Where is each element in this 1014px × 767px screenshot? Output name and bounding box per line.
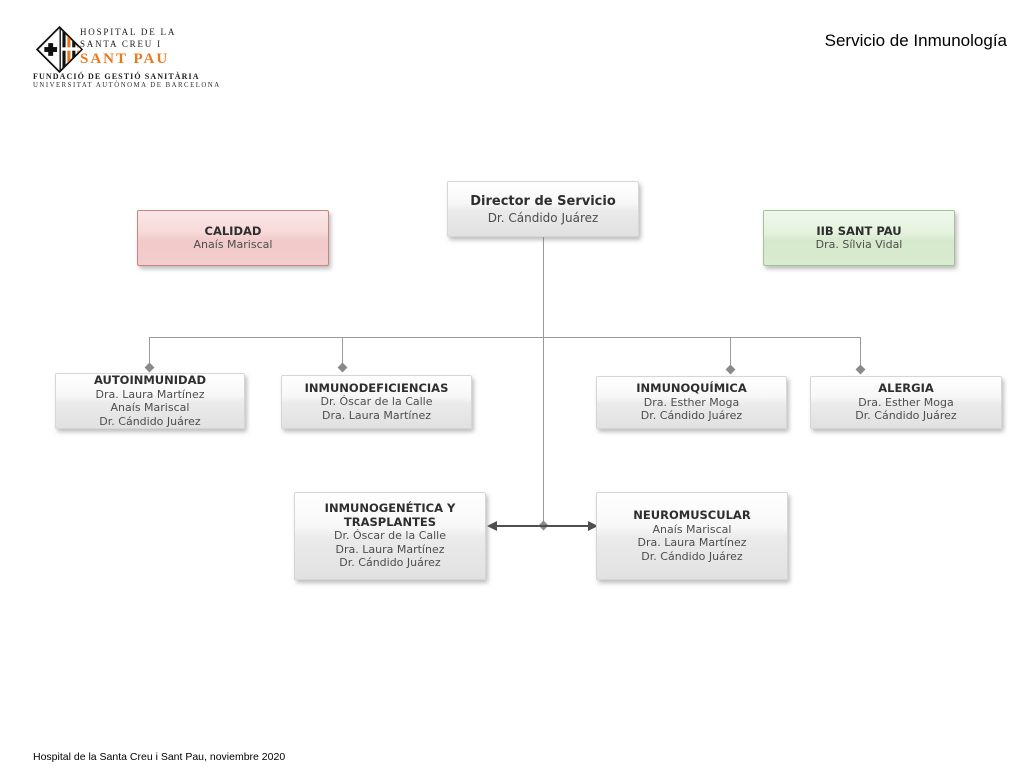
logo-line-santa-creu: SANTA CREU I bbox=[80, 38, 162, 49]
org-node-neuromuscular: NEUROMUSCULAR Anaís Mariscal Dra. Laura … bbox=[596, 492, 788, 580]
node-title: CALIDAD bbox=[204, 223, 262, 238]
node-member: Dr. Cándido Juárez bbox=[339, 556, 441, 570]
node-member: Dra. Sílvia Vidal bbox=[815, 238, 903, 251]
node-member: Dr. Cándido Juárez bbox=[99, 414, 201, 428]
diamond-arrowhead-autoinmunidad bbox=[144, 362, 155, 373]
node-member: Anaís Mariscal bbox=[110, 401, 190, 414]
diamond-arrowhead-inmunoquimica bbox=[725, 364, 736, 375]
arrow-left-icon bbox=[487, 521, 497, 531]
node-member: Dr. Óscar de la Calle bbox=[320, 395, 433, 409]
node-member: Dra. Laura Martínez bbox=[637, 536, 747, 549]
org-node-alergia: ALERGIA Dra. Esther Moga Dr. Cándido Juá… bbox=[810, 376, 1002, 429]
node-title: NEUROMUSCULAR bbox=[633, 508, 751, 522]
connector-drop-autoinmunidad bbox=[149, 337, 150, 367]
node-title: Director de Servicio bbox=[470, 193, 616, 209]
node-member: Dr. Cándido Juárez bbox=[487, 210, 599, 225]
connector-drop-inmunodeficiencias bbox=[342, 337, 343, 367]
page-title: Servicio de Inmunología bbox=[824, 31, 1007, 50]
node-title: INMUNOQUÍMICA bbox=[636, 381, 747, 396]
hospital-logo-subtext: FUNDACIÓ DE GESTIÓ SANITÀRIA UNIVERSITAT… bbox=[33, 72, 221, 90]
node-member: Dra. Esther Moga bbox=[858, 395, 954, 409]
node-title: INMUNOGENÉTICA Y TRASPLANTES bbox=[324, 501, 456, 529]
org-node-iib-sant-pau: IIB SANT PAU Dra. Sílvia Vidal bbox=[763, 210, 955, 266]
footer-note: Hospital de la Santa Creu i Sant Pau, no… bbox=[33, 751, 286, 763]
org-node-director: Director de Servicio Dr. Cándido Juárez bbox=[447, 181, 639, 237]
node-title: INMUNODEFICIENCIAS bbox=[304, 380, 449, 395]
org-node-calidad: CALIDAD Anaís Mariscal bbox=[137, 210, 329, 266]
hospital-logo-text: HOSPITAL DE LA SANTA CREU I SANT PAU bbox=[80, 27, 176, 69]
connector-drop-alergia bbox=[860, 337, 861, 367]
node-title: ALERGIA bbox=[878, 381, 934, 396]
logo-line-sant-pau: SANT PAU bbox=[80, 51, 170, 67]
node-member: Anaís Mariscal bbox=[652, 522, 732, 536]
logo-line-universitat: UNIVERSITAT AUTÒNOMA DE BARCELONA bbox=[33, 81, 221, 89]
org-node-inmunodeficiencias: INMUNODEFICIENCIAS Dr. Óscar de la Calle… bbox=[281, 375, 472, 429]
node-member: Dra. Laura Martínez bbox=[95, 387, 205, 401]
connector-horizontal-row bbox=[149, 337, 861, 338]
node-member: Dra. Esther Moga bbox=[643, 395, 740, 409]
node-member: Dr. Cándido Juárez bbox=[855, 409, 957, 423]
connector-drop-inmunoquimica bbox=[730, 337, 731, 367]
org-node-autoinmunidad: AUTOINMUNIDAD Dra. Laura Martínez Anaís … bbox=[55, 373, 245, 429]
connector-vertical-center bbox=[543, 237, 544, 522]
diamond-arrowhead-alergia bbox=[855, 364, 866, 375]
logo-line-hospital: HOSPITAL DE LA bbox=[80, 27, 177, 37]
node-title: IIB SANT PAU bbox=[816, 223, 902, 238]
node-member: Anaís Mariscal bbox=[193, 238, 273, 251]
node-member: Dr. Óscar de la Calle bbox=[333, 529, 446, 543]
node-title: AUTOINMUNIDAD bbox=[93, 373, 207, 387]
hospital-sant-pau-emblem-icon bbox=[35, 25, 84, 74]
double-arrow-line bbox=[494, 525, 588, 527]
org-node-inmunoquimica: INMUNOQUÍMICA Dra. Esther Moga Dr. Cándi… bbox=[596, 376, 787, 429]
node-member: Dr. Cándido Juárez bbox=[641, 549, 743, 563]
org-node-inmunogenetica-trasplantes: INMUNOGENÉTICA Y TRASPLANTES Dr. Óscar d… bbox=[294, 492, 486, 580]
node-member: Dr. Cándido Juárez bbox=[640, 409, 743, 423]
diamond-arrowhead-inmunodeficiencias bbox=[337, 362, 348, 373]
node-member: Dra. Laura Martínez bbox=[335, 542, 445, 556]
logo-line-fundacio: FUNDACIÓ DE GESTIÓ SANITÀRIA bbox=[33, 72, 200, 81]
node-member: Dra. Laura Martínez bbox=[322, 408, 431, 422]
arrow-right-icon bbox=[588, 521, 598, 531]
